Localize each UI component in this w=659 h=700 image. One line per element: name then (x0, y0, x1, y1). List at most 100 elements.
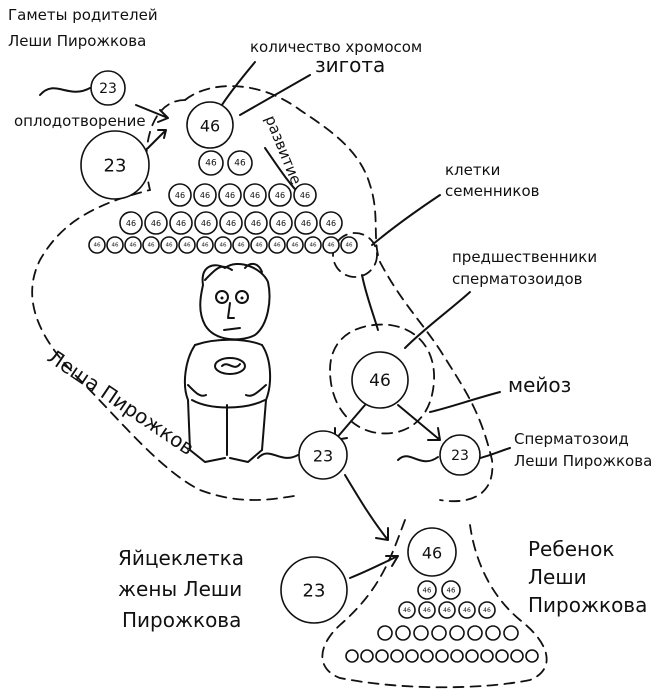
person-pyramid-cell-count: 46 (205, 159, 217, 169)
person-pyramid-cell-count: 46 (112, 243, 119, 249)
person-pyramid-cell (178, 236, 196, 254)
child-pyramid-cell (438, 601, 456, 619)
person-pyramid-cell (319, 211, 343, 235)
child-label-3: Пирожкова (528, 593, 647, 617)
egg-label-2: жены Леши (118, 577, 242, 601)
child-pyramid-cell (420, 649, 434, 663)
person-pyramid-cell-count: 46 (94, 243, 101, 249)
sperm-right: 23 (397, 434, 481, 476)
child-pyramid-cell (377, 625, 393, 641)
child-pyramid-cell (431, 625, 447, 641)
child-pyramid-cell-count: 46 (423, 607, 431, 614)
meiosis-arrow-right (397, 404, 441, 441)
child-pyramid-cell-count: 46 (483, 607, 491, 614)
precursor-count: 46 (369, 371, 391, 391)
person-pyramid-cell (286, 236, 304, 254)
person-pyramid-cell-count: 46 (220, 243, 227, 249)
person-pyramid-cell (198, 150, 224, 176)
person-pyramid-cell (124, 236, 142, 254)
child-pyramid-cell-count: 46 (403, 607, 411, 614)
connector-testis-precursor (361, 274, 379, 331)
person-pyramid-cell-count: 46 (276, 219, 286, 228)
father-gamete-count: 23 (99, 81, 117, 97)
precursor-cell: 46 (351, 351, 409, 409)
person-pyramid-cell-count: 46 (256, 243, 263, 249)
person-pyramid-cell (250, 236, 268, 254)
person-pyramid-cell (322, 236, 340, 254)
person-pyramid-cell-count: 46 (148, 243, 155, 249)
child-pyramid-cell (503, 625, 519, 641)
person-pyramid-cell-count: 46 (200, 191, 210, 200)
child-pyramid-cell (480, 649, 494, 663)
child-pyramid-cell (413, 625, 429, 641)
mother-gamete-count: 23 (104, 156, 127, 177)
person-pyramid-cell-count: 46 (130, 243, 137, 249)
person-pyramid-cell (142, 236, 160, 254)
person-pyramid-cell (268, 183, 292, 207)
person-pyramid-cell (194, 211, 218, 235)
person-pyramid-cell-count: 46 (126, 219, 136, 228)
child-pyramid-cell (435, 649, 449, 663)
person-pyramid-cell-count: 46 (310, 243, 317, 249)
person-pyramid-cell (294, 211, 318, 235)
person-pyramid-cell-count: 46 (234, 159, 246, 169)
person-pyramid-cell-count: 46 (328, 243, 335, 249)
egg-cell: 23 (280, 556, 348, 624)
person-pyramid-cell-count: 46 (346, 243, 353, 249)
child-pyramid-cell (360, 649, 374, 663)
person-pyramid-cell-count: 46 (226, 219, 236, 228)
person-pyramid-cell-count: 46 (326, 219, 336, 228)
child-pyramid-cell (395, 625, 411, 641)
child-pyramid-cell-count: 46 (443, 607, 451, 614)
child-label-1: Ребенок (528, 537, 614, 561)
person-pyramid-cell (169, 211, 193, 235)
child-pyramid-cell (405, 649, 419, 663)
child-pyramid-cell (417, 580, 437, 600)
child-pyramid-cell (398, 601, 416, 619)
sperm-left-count: 23 (313, 447, 333, 466)
person-cell-pyramid: 46 46 46 46 46 46 46 46 46 46 46 46 46 46 46 46 46 46 46 46… (88, 150, 358, 254)
person-figure (183, 262, 272, 463)
meiosis-arrow-left (334, 404, 366, 441)
person-pyramid-cell-count: 46 (301, 219, 311, 228)
child-pyramid-cell-count: 46 (423, 587, 432, 595)
child-pyramid-cell-count: 46 (463, 607, 471, 614)
person-pyramid-cell (304, 236, 322, 254)
development-label: развитие (261, 113, 305, 187)
person-pyramid-cell (119, 211, 143, 235)
person-pyramid-cell (293, 183, 317, 207)
child-pyramid-cell (465, 649, 479, 663)
person-pyramid-cell-count: 46 (250, 191, 260, 200)
person-pyramid-cell-count: 46 (292, 243, 299, 249)
person-pyramid-cell (88, 236, 106, 254)
child-pyramid-cell (418, 601, 436, 619)
sperm-right-count: 23 (451, 448, 469, 464)
child-pyramid-cell-count: 46 (447, 587, 456, 595)
child-pyramid-cell (467, 625, 483, 641)
child-pyramid-cell (458, 601, 476, 619)
precursor-outline (329, 323, 435, 435)
child-pyramid-cell (495, 649, 509, 663)
child-pyramid-cell (478, 601, 496, 619)
person-pyramid-cell-count: 46 (201, 219, 211, 228)
child-outline (321, 519, 548, 689)
pointer-sperm (479, 447, 511, 459)
child-pyramid-cell (441, 580, 461, 600)
child-pyramid-cell (450, 649, 464, 663)
person-pyramid-cell (269, 211, 293, 235)
testis-cells-label-1: клетки (445, 161, 500, 179)
pointer-testis (371, 194, 441, 246)
meiosis-label: мейоз (508, 373, 571, 397)
chromosome-count-label: количество хромосом (250, 38, 422, 56)
pointer-meiosis (429, 391, 501, 413)
arrow-egg-to-child (349, 555, 399, 579)
father-gamete: 23 (39, 70, 126, 106)
egg-count: 23 (303, 581, 326, 602)
pointer-chromosome-count (219, 61, 256, 109)
testis-cells-label-2: семенников (445, 182, 539, 200)
person-pyramid-cell-count: 46 (225, 191, 235, 200)
zygote-count: 46 (200, 117, 220, 136)
person-pyramid-cell (268, 236, 286, 254)
child-cell-pyramid: 46 46 46 46 46 46 46 (345, 580, 539, 663)
child-pyramid-cell (390, 649, 404, 663)
